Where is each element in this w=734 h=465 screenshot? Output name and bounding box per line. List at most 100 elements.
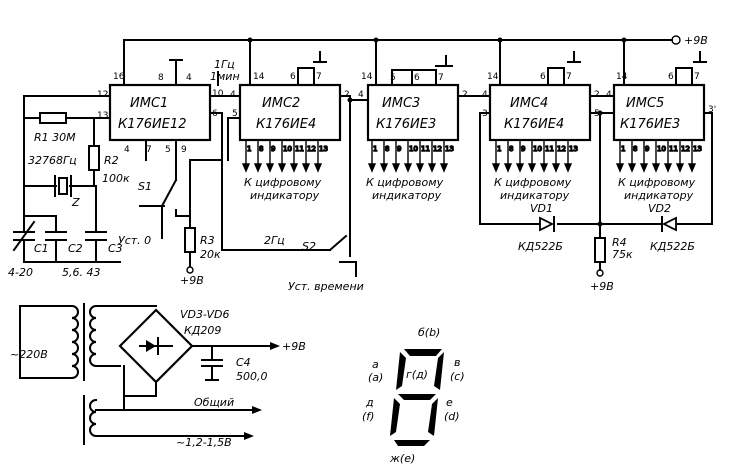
r4-label: R4 xyxy=(612,236,627,249)
seg-zh-label: ж(е) xyxy=(389,452,415,465)
output-pin-number: 13 xyxy=(319,145,328,153)
bridge-type: КД209 xyxy=(184,324,221,337)
output-pin-number: 11 xyxy=(421,145,430,153)
output-arrow xyxy=(253,163,263,173)
output-arrow xyxy=(367,163,377,173)
set0-label: Уст. 0 xyxy=(118,234,151,247)
quartz-label: Z xyxy=(71,196,80,209)
diode-vd2 xyxy=(661,216,677,232)
svg-text:7: 7 xyxy=(694,72,700,82)
output-pin-number: 1 xyxy=(373,145,377,153)
indicator-label-4b: индикатору xyxy=(624,189,694,202)
svg-text:9: 9 xyxy=(181,145,187,155)
c23-value: 5,6. 43 xyxy=(62,266,100,279)
output-arrow xyxy=(439,163,449,173)
output-pin-number: 11 xyxy=(669,145,678,153)
chip-imc4 xyxy=(488,83,592,142)
chip-imc1 xyxy=(108,83,212,142)
svg-text:14: 14 xyxy=(361,72,373,82)
seg-a2-label: (a) xyxy=(368,371,383,384)
output-arrow xyxy=(265,163,275,173)
indicator-label-3b: индикатору xyxy=(500,189,570,202)
resistor-r2 xyxy=(88,145,100,171)
indicator-label-1b: индикатору xyxy=(250,189,320,202)
vd2-type: КД522Б xyxy=(650,240,695,253)
chip-imc4-type: К176ИЕ4 xyxy=(504,117,564,132)
output-arrow xyxy=(563,163,573,173)
output-arrow xyxy=(391,163,401,173)
svg-text:1Гц: 1Гц xyxy=(214,58,235,71)
transformer xyxy=(19,303,253,445)
chip-imc5-type: К176ИЕ3 xyxy=(620,117,680,132)
psu-wires xyxy=(123,345,271,411)
seg-e2-label: (d) xyxy=(444,410,460,423)
common-label: Общий xyxy=(194,396,234,409)
svg-text:10: 10 xyxy=(212,89,224,99)
set-time-label: Уст. времени xyxy=(288,280,364,293)
svg-text:6: 6 xyxy=(414,73,420,83)
chip-imc3-name: ИМС3 xyxy=(382,96,420,111)
switch-s1 xyxy=(139,139,223,239)
indicator-label-4a: К цифровому xyxy=(618,176,696,189)
supply-label: +9В xyxy=(684,34,708,47)
output-pin-number: 8 xyxy=(633,145,637,153)
seg-f-label: (f) xyxy=(362,410,374,423)
svg-text:14: 14 xyxy=(616,72,628,82)
svg-text:13: 13 xyxy=(97,111,108,121)
svg-text:7: 7 xyxy=(316,72,322,82)
mains-label: ~220В xyxy=(10,348,48,361)
output-arrow xyxy=(503,163,513,173)
output-pin-number: 9 xyxy=(397,145,401,153)
output-pin-number: 13 xyxy=(693,145,702,153)
r4-value: 75к xyxy=(612,248,633,261)
freq-2hz: 2Гц xyxy=(264,234,285,247)
r3-value: 20к xyxy=(200,248,221,261)
svg-text:4: 4 xyxy=(186,73,192,83)
c2-label: C2 xyxy=(68,242,83,255)
svg-text:3': 3' xyxy=(708,105,716,115)
indicator-label-1a: К цифровому xyxy=(244,176,322,189)
output-pin-number: 1 xyxy=(247,145,251,153)
svg-text:1мин: 1мин xyxy=(210,70,240,83)
seg-v-label: в xyxy=(454,356,460,369)
chip-imc2 xyxy=(238,83,342,142)
svg-text:7: 7 xyxy=(566,72,572,82)
bridge-label: VD3-VD6 xyxy=(180,308,230,321)
output-arrow xyxy=(415,163,425,173)
vd1-type: КД522Б xyxy=(518,240,563,253)
seg-g-label: г(д) xyxy=(406,368,428,381)
output-arrow xyxy=(403,163,413,173)
seg-b-label: б(b) xyxy=(418,326,440,339)
diode-vd1 xyxy=(539,216,555,232)
output-arrow xyxy=(277,163,287,173)
chip-imc4-name: ИМС4 xyxy=(510,96,548,111)
output-arrow xyxy=(527,163,537,173)
indicator-label-2a: К цифровому xyxy=(366,176,444,189)
output-arrow xyxy=(301,163,311,173)
output-pin-number: 10 xyxy=(283,145,292,153)
capacitors-c1-c3 xyxy=(12,220,107,252)
resistor-r3 xyxy=(184,227,196,253)
svg-text:6: 6 xyxy=(290,72,296,82)
output-arrow xyxy=(427,163,437,173)
svg-text:6: 6 xyxy=(540,72,546,82)
output-pin-number: 10 xyxy=(409,145,418,153)
output-pin-number: 12 xyxy=(681,145,690,153)
svg-text:14: 14 xyxy=(253,72,265,82)
r3-supply: +9В xyxy=(180,274,204,287)
r3-label: R3 xyxy=(200,234,215,247)
svg-text:4: 4 xyxy=(124,145,130,155)
r2-value: 100к xyxy=(102,172,130,185)
output-arrow xyxy=(675,163,685,173)
c4-label: C4 xyxy=(236,356,251,369)
r4-supply: +9В xyxy=(590,280,614,293)
output-arrow xyxy=(663,163,673,173)
output-arrow xyxy=(539,163,549,173)
output-pin-number: 12 xyxy=(557,145,566,153)
output-arrow xyxy=(515,163,525,173)
quartz-z xyxy=(54,175,72,197)
svg-text:14: 14 xyxy=(487,72,499,82)
chip-imc1-name: ИМС1 xyxy=(130,96,168,111)
